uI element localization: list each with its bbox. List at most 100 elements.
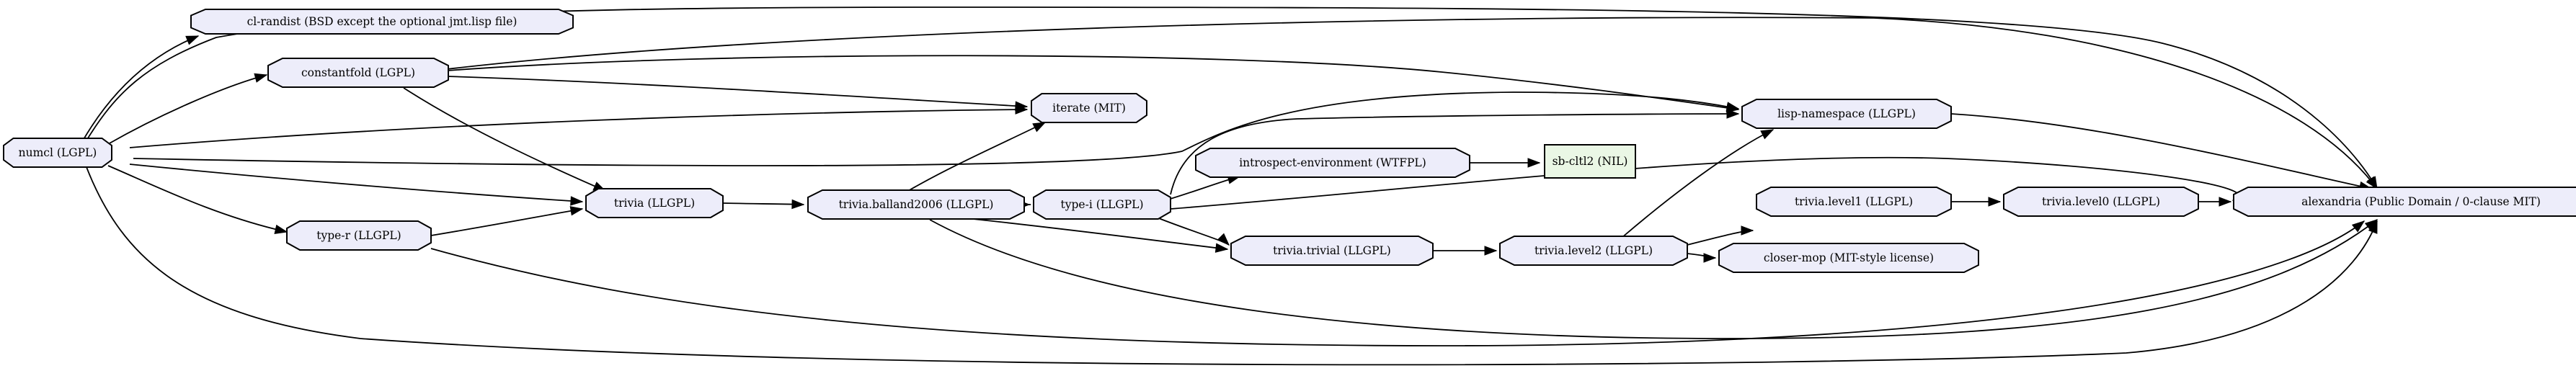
node-label: trivia.trivial (LLGPL) xyxy=(1273,244,1391,257)
edge-type-i-to-lisp-namespace xyxy=(1170,109,1740,195)
edge-line xyxy=(133,91,1739,166)
edge-numcl-to-lisp-namespace xyxy=(133,91,1740,166)
edge-type-r-to-alexandria xyxy=(430,220,2366,346)
node-shape xyxy=(1544,144,1636,179)
edge-line xyxy=(403,87,606,192)
edge-trivia.trivial-to-trivia.level2 xyxy=(1433,246,1498,256)
node-label: iterate (MIT) xyxy=(1052,102,1126,115)
edge-numcl-to-cl-randist xyxy=(82,35,200,141)
node-label: type-r (LLGPL) xyxy=(316,229,401,242)
node-numcl: numcl (LGPL) xyxy=(3,138,112,168)
node-shape xyxy=(1741,99,1952,129)
arrowhead xyxy=(1703,253,1717,263)
node-trivia.balland2006: trivia.balland2006 (LLGPL) xyxy=(807,189,1025,220)
edge-line xyxy=(129,109,1028,148)
arrowhead xyxy=(1484,246,1498,256)
node-shape xyxy=(3,138,112,168)
node-trivia: trivia (LLGPL) xyxy=(585,188,724,218)
node-trivia.level1: trivia.level1 (LLGPL) xyxy=(1756,187,1952,217)
arrowhead xyxy=(1527,158,1541,168)
node-constantfold: constantfold (LGPL) xyxy=(267,58,449,88)
edge-introspect-environment-to-sb-cltl2 xyxy=(1470,158,1541,168)
arrowhead xyxy=(1015,101,1029,111)
node-lisp-namespace: lisp-namespace (LLGPL) xyxy=(1741,99,1952,129)
node-label: trivia.balland2006 (LLGPL) xyxy=(839,198,994,211)
edge-line xyxy=(129,164,583,202)
node-label: introspect-environment (WTFPL) xyxy=(1239,156,1426,169)
arrowhead xyxy=(2351,220,2366,233)
node-label: cl-randist (BSD except the optional jmt.… xyxy=(247,15,518,28)
arrowhead xyxy=(1214,243,1229,253)
edge-lisp-namespace-to-alexandria xyxy=(1950,113,2373,192)
arrowhead xyxy=(1217,233,1230,246)
node-iterate: iterate (MIT) xyxy=(1031,93,1147,123)
arrowhead xyxy=(1726,109,1740,119)
edge-constantfold-to-iterate xyxy=(446,76,1029,111)
node-type-i: type-i (LLGPL) xyxy=(1033,189,1171,220)
node-label: trivia (LLGPL) xyxy=(614,197,695,210)
nodes-layer: numcl (LGPL) cl-randist (BSD except the o… xyxy=(3,9,2576,273)
node-shape xyxy=(1756,187,1952,217)
edge-line xyxy=(1170,113,1739,195)
node-label: type-i (LLGPL) xyxy=(1061,198,1144,211)
edge-line xyxy=(430,208,583,236)
edge-line xyxy=(1170,156,2239,210)
node-shape xyxy=(267,58,449,88)
node-closer-mop: closer-mop (MIT-style license) xyxy=(1718,243,1979,273)
node-label: closer-mop (MIT-style license) xyxy=(1764,251,1934,264)
edge-line xyxy=(722,202,804,205)
node-shape xyxy=(807,189,1025,220)
edge-trivia.level2-to-closer-mop xyxy=(1687,253,1717,263)
node-shape xyxy=(190,9,574,35)
edge-line xyxy=(446,55,1739,110)
edge-trivia-to-trivia.balland2006 xyxy=(722,199,805,210)
arrowhead xyxy=(185,35,200,45)
node-label: numcl (LGPL) xyxy=(19,146,97,159)
node-label: lisp-namespace (LLGPL) xyxy=(1777,107,1916,120)
arrowhead xyxy=(1741,225,1754,236)
node-type-r: type-r (LLGPL) xyxy=(286,220,432,251)
edge-line xyxy=(82,35,199,141)
node-sb-cltl2: sb-cltl2 (NIL) xyxy=(1544,144,1636,179)
edge-trivia.balland2006-to-alexandria xyxy=(929,219,2379,339)
edge-type-i-to-trivia.trivial xyxy=(1152,215,1230,246)
arrowhead xyxy=(2364,219,2379,231)
node-shape xyxy=(1718,243,1979,273)
node-shape xyxy=(585,188,724,218)
edge-constantfold-to-trivia xyxy=(403,87,607,192)
edge-line xyxy=(107,74,267,145)
node-label: sb-cltl2 (NIL) xyxy=(1553,155,1628,168)
edge-trivia.level2-to-trivia.level1 xyxy=(1687,225,1754,246)
node-label: alexandria (Public Domain / 0-clause MIT… xyxy=(2301,195,2541,208)
node-trivia.trivial: trivia.trivial (LLGPL) xyxy=(1230,236,1434,266)
arrowhead xyxy=(570,196,584,206)
arrowhead xyxy=(791,199,805,210)
edge-line xyxy=(107,165,288,233)
arrowhead xyxy=(1988,197,2002,207)
arrowhead xyxy=(274,224,288,234)
node-label: trivia.level1 (LLGPL) xyxy=(1795,195,1913,208)
arrowhead xyxy=(254,73,268,83)
edge-line xyxy=(1152,215,1230,246)
arrowhead xyxy=(2219,197,2232,207)
edge-numcl-to-constantfold xyxy=(107,73,268,145)
node-shape xyxy=(1230,236,1434,266)
edge-trivia.level2-to-lisp-namespace xyxy=(1621,129,1775,238)
node-label: trivia.level0 (LLGPL) xyxy=(2042,195,2160,208)
node-trivia.level0: trivia.level0 (LLGPL) xyxy=(2003,187,2199,217)
node-shape xyxy=(1195,148,1470,178)
arrowhead xyxy=(1760,129,1775,140)
edge-numcl-to-trivia xyxy=(129,164,584,206)
edges-layer xyxy=(82,6,2379,366)
edge-numcl-to-alexandria xyxy=(86,166,2378,366)
edge-line xyxy=(907,122,1046,192)
node-shape xyxy=(286,220,432,251)
node-alexandria: alexandria (Public Domain / 0-clause MIT… xyxy=(2233,187,2576,217)
node-shape xyxy=(1499,236,1688,266)
edge-line xyxy=(86,166,2378,366)
edge-line xyxy=(1950,113,2372,189)
edge-line xyxy=(430,220,2365,346)
edge-numcl-to-type-r xyxy=(107,165,288,234)
edge-line xyxy=(446,76,1028,107)
